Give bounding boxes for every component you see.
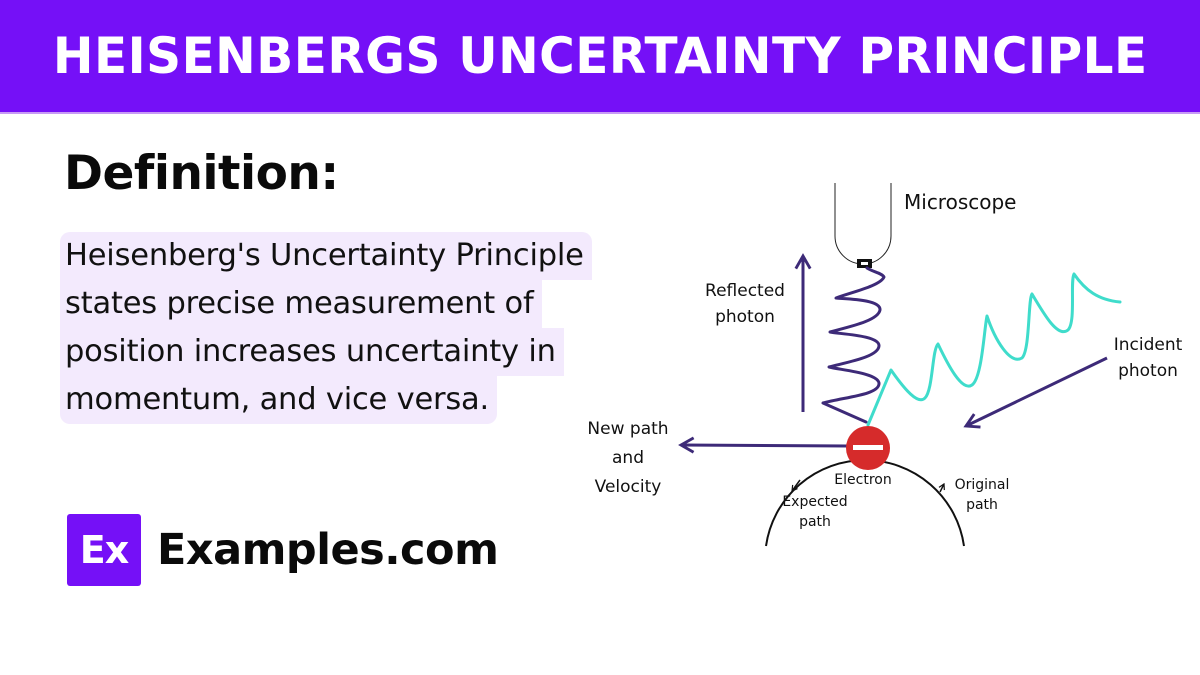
microscope-icon [834,183,892,268]
label-line: path [799,514,831,530]
label-electron: Electron [834,472,892,488]
logo-mark-icon: Ex [67,514,141,586]
definition-heading: Definition: [64,146,339,201]
page-title: HEISENBERGS UNCERTAINTY PRINCIPLE [52,27,1148,85]
label-reflected-photon: Reflected photon [694,278,796,330]
label-line: Original [954,477,1010,493]
definition-text: Heisenberg's Uncertainty Principle state… [60,232,670,424]
electron-icon [846,426,890,470]
new-path-arrow [678,436,849,454]
label-line: Expected [782,494,848,510]
label-incident-photon: Incident photon [1100,332,1196,384]
reflected-photon-wave [821,266,886,424]
label-microscope: Microscope [904,190,1017,214]
examples-logo[interactable]: Ex Examples.com [67,514,499,586]
definition-line: states precise measurement of [60,280,542,328]
label-line: New path [587,419,669,439]
label-line: path [966,497,998,513]
definition-line: Heisenberg's Uncertainty Principle [60,232,592,280]
definition-line: momentum, and vice versa. [60,376,498,424]
label-line: Incident [1113,335,1183,355]
title-banner: HEISENBERGS UNCERTAINTY PRINCIPLE [0,0,1200,114]
label-line: and [612,448,644,468]
definition-line: position increases uncertainty in [60,328,564,376]
incident-photon-wave [866,272,1122,427]
label-line: Velocity [594,477,662,497]
label-original-path: Original path [948,475,1016,515]
site-name: Examples.com [157,525,499,575]
label-expected-path: Expected path [776,492,854,532]
incident-photon-arrow [963,356,1108,429]
label-line: Reflected [705,281,785,301]
label-line: photon [1118,361,1178,381]
label-line: photon [715,307,775,327]
label-new-path: New path and Velocity [572,415,684,502]
